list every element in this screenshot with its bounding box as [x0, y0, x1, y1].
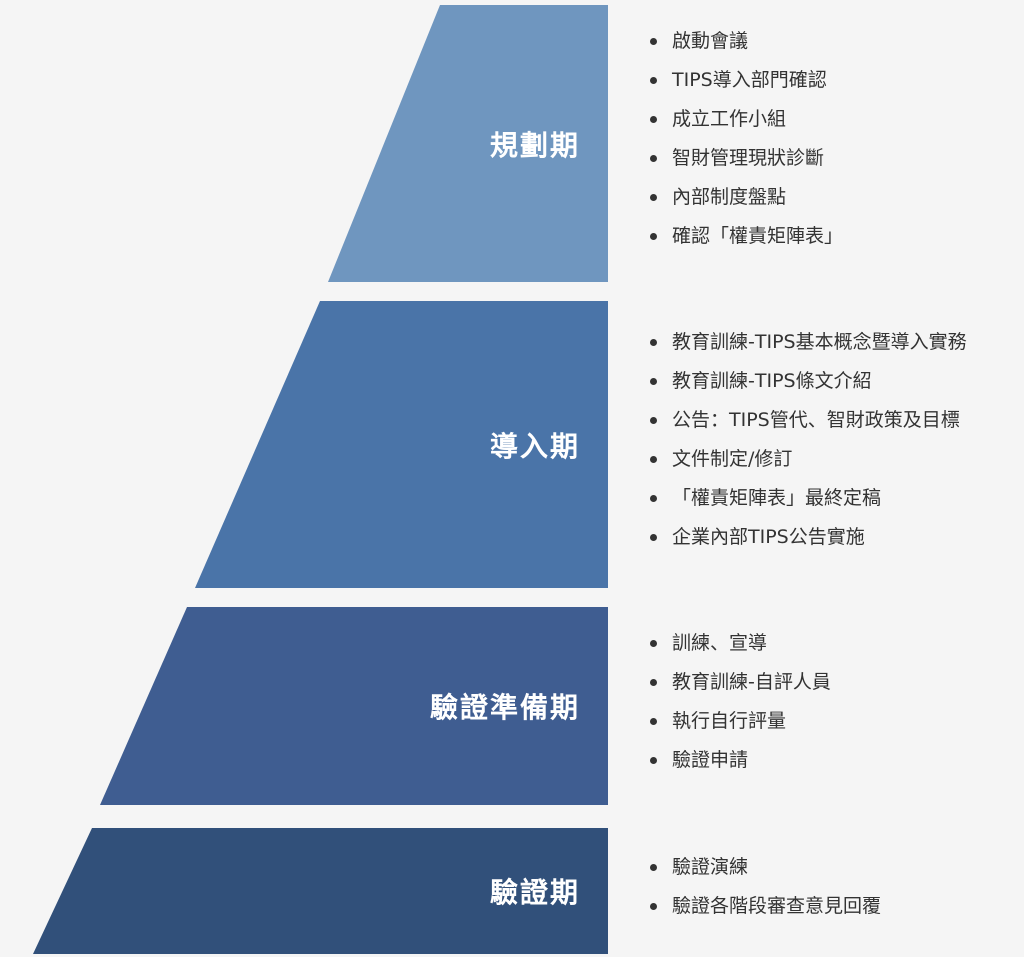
list-item: 教育訓練-自評人員	[648, 663, 831, 702]
bullet-dot-icon	[650, 864, 657, 871]
bullet-dot-icon	[650, 339, 657, 346]
list-item: 「權責矩陣表」最終定稿	[648, 479, 967, 518]
list-item-text: 公告：TIPS管代、智財政策及目標	[672, 409, 960, 431]
list-item-text: 執行自行評量	[672, 710, 787, 732]
list-item: 教育訓練-TIPS基本概念暨導入實務	[648, 323, 967, 362]
tier-trapezoid	[100, 607, 608, 805]
bullet-dot-icon	[650, 38, 657, 45]
list-item: 文件制定/修訂	[648, 440, 967, 479]
list-item: 教育訓練-TIPS條文介紹	[648, 362, 967, 401]
list-item: 訓練、宣導	[648, 624, 831, 663]
bullet-dot-icon	[650, 456, 657, 463]
list-item: TIPS導入部門確認	[648, 61, 843, 100]
list-item-text: 驗證各階段審查意見回覆	[672, 895, 882, 917]
tier-shape-svg	[328, 5, 608, 282]
list-item: 啟動會議	[648, 22, 843, 61]
list-item: 成立工作小組	[648, 100, 843, 139]
bullet-dot-icon	[650, 718, 657, 725]
list-item-text: 教育訓練-TIPS條文介紹	[672, 370, 872, 392]
pyramid-tier-4: 驗證期	[0, 828, 608, 954]
list-item: 確認「權責矩陣表」	[648, 217, 843, 256]
tier-shape-svg	[100, 607, 608, 805]
bullet-dot-icon	[650, 194, 657, 201]
list-item-text: 成立工作小組	[672, 108, 787, 130]
list-item: 驗證各階段審查意見回覆	[648, 887, 881, 926]
tier-label: 驗證準備期	[429, 691, 580, 724]
list-item-text: 驗證申請	[672, 749, 749, 771]
list-item-text: 智財管理現狀診斷	[672, 147, 825, 169]
list-item-text: 確認「權責矩陣表」	[672, 225, 844, 247]
list-item-text: 內部制度盤點	[672, 186, 787, 208]
bullet-dot-icon	[650, 903, 657, 910]
tier-trapezoid	[328, 5, 608, 282]
tier-trapezoid	[33, 828, 608, 954]
tier-trapezoid	[195, 301, 608, 588]
bullet-dot-icon	[650, 417, 657, 424]
tier-label: 驗證期	[489, 876, 580, 909]
pyramid-tier-1: 規劃期	[0, 5, 608, 282]
list-item: 執行自行評量	[648, 702, 831, 741]
list-item: 驗證演練	[648, 848, 881, 887]
tier-shape-svg	[33, 828, 608, 954]
bullet-dot-icon	[650, 640, 657, 647]
bullet-dot-icon	[650, 757, 657, 764]
bullet-dot-icon	[650, 155, 657, 162]
tier-1-task-list: 啟動會議 TIPS導入部門確認成立工作小組智財管理現狀診斷內部制度盤點確認「權責矩…	[648, 22, 843, 256]
tier-4-task-list: 驗證演練驗證各階段審查意見回覆	[648, 848, 881, 926]
list-item-text: 文件制定/修訂	[672, 448, 793, 470]
list-item: 驗證申請	[648, 741, 831, 780]
pyramid-tier-2: 導入期	[0, 301, 608, 588]
list-item: 智財管理現狀診斷	[648, 139, 843, 178]
bullet-dot-icon	[650, 77, 657, 84]
list-item-text: 驗證演練	[672, 856, 749, 878]
list-item-text: 訓練、宣導	[672, 632, 768, 654]
bullet-dot-icon	[650, 378, 657, 385]
pyramid-tier-3: 驗證準備期	[0, 607, 608, 805]
list-item-text: 教育訓練-TIPS基本概念暨導入實務	[672, 331, 967, 353]
bullet-dot-icon	[650, 679, 657, 686]
list-item-text: TIPS導入部門確認	[672, 69, 827, 91]
bullet-dot-icon	[650, 534, 657, 541]
tier-shape-svg	[195, 301, 608, 588]
list-item-text: 「權責矩陣表」最終定稿	[672, 487, 882, 509]
tier-2-task-list: 教育訓練-TIPS基本概念暨導入實務教育訓練-TIPS條文介紹公告：TIPS管代…	[648, 323, 967, 557]
bullet-dot-icon	[650, 495, 657, 502]
list-item-text: 啟動會議	[672, 30, 749, 52]
tier-label: 導入期	[489, 429, 580, 463]
list-item: 企業內部TIPS公告實施	[648, 518, 967, 557]
list-item: 內部制度盤點	[648, 178, 843, 217]
list-item-text: 教育訓練-自評人員	[672, 671, 831, 693]
bullet-dot-icon	[650, 116, 657, 123]
tier-label: 規劃期	[489, 128, 580, 162]
bullet-dot-icon	[650, 233, 657, 240]
list-item-text: 企業內部TIPS公告實施	[672, 526, 865, 548]
list-item: 公告：TIPS管代、智財政策及目標	[648, 401, 967, 440]
tier-3-task-list: 訓練、宣導教育訓練-自評人員執行自行評量驗證申請	[648, 624, 831, 780]
